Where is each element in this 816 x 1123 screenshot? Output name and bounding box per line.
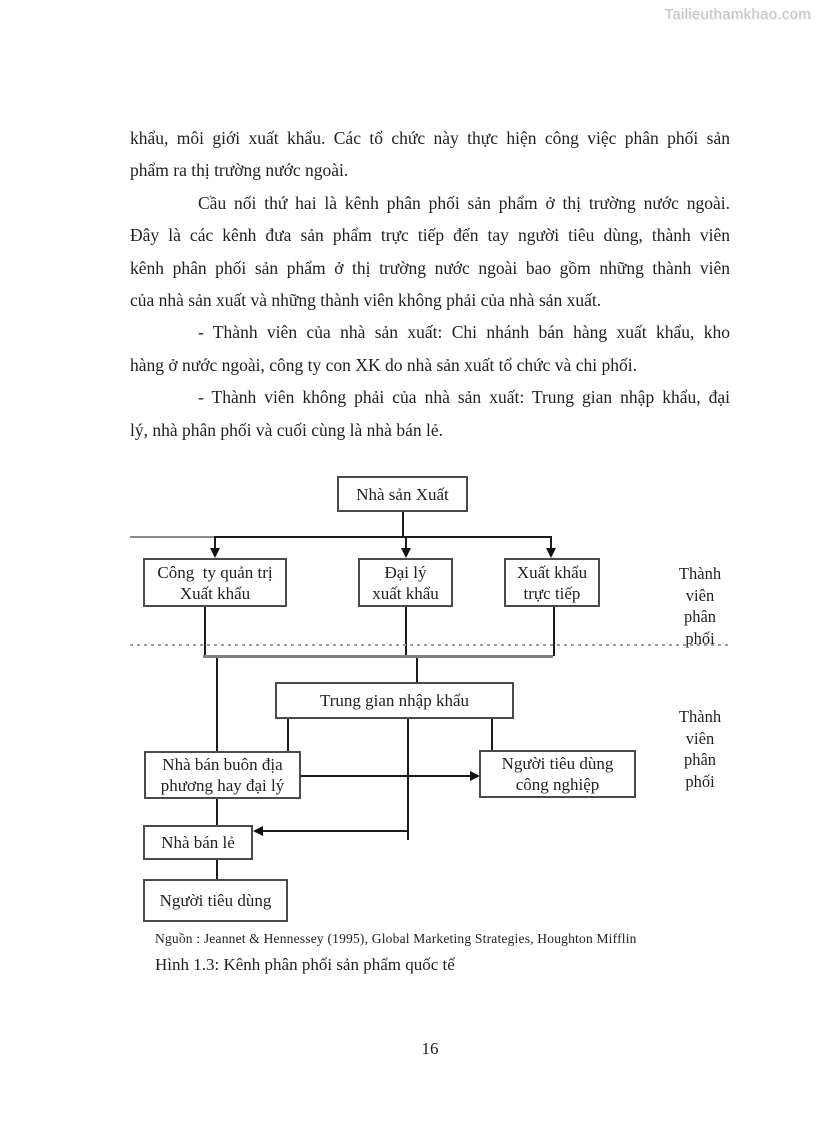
box-industrial-consumer: Người tiêu dùng công nghiệp: [479, 750, 636, 798]
side-label-line: Thành: [678, 707, 722, 726]
box-label: Xuất khẩu: [516, 562, 588, 582]
connector-line: [491, 719, 493, 752]
box-label: xuất khẩu: [372, 583, 439, 603]
connector-line: [405, 538, 407, 550]
paragraph-line: của nhà sản xuất và những thành viên khô…: [130, 289, 602, 310]
connector-line: [405, 607, 407, 656]
box-direct-export: Xuất khẩu trực tiếp: [504, 558, 600, 607]
side-label-line: viên: [685, 585, 715, 605]
box-label: Đại lý: [384, 562, 427, 582]
side-label-distribution-members-2: Thành viên phân phối: [664, 706, 736, 792]
watermark: Tailieuthamkhao.com: [664, 6, 811, 23]
side-label-line: phân: [683, 607, 717, 626]
box-import-intermediary: Trung gian nhập khẩu: [275, 682, 514, 719]
arrowhead-down: [546, 548, 556, 558]
box-label: Trung gian nhập khẩu: [319, 691, 470, 710]
connector-line: [203, 655, 553, 658]
paragraph-line: lý, nhà phân phối và cuối cùng là nhà bá…: [130, 419, 443, 440]
box-label: công nghiệp: [515, 775, 600, 794]
box-label: Xuất khẩu: [179, 583, 251, 603]
connector-line: [402, 511, 404, 538]
arrowhead-down: [401, 548, 411, 558]
box-producer: Nhà sản Xuất: [337, 476, 468, 512]
box-export-management-company: Công ty quản trị Xuất khẩu: [143, 558, 287, 607]
connector-line: [287, 719, 289, 751]
connector-line: [216, 860, 218, 879]
box-local-wholesaler: Nhà bán buôn địa phương hay đại lý: [144, 751, 301, 799]
arrowhead-down: [210, 548, 220, 558]
side-label-distribution-members-1: Thành viên phân phối: [664, 563, 736, 649]
connector-line: [216, 799, 218, 825]
box-consumer: Người tiêu dùng: [143, 879, 288, 922]
box-label: Nhà sản Xuất: [356, 484, 449, 504]
side-label-line: phối: [685, 628, 715, 648]
side-label-line: viên: [685, 728, 715, 748]
connector-line: [130, 536, 216, 538]
paragraph-line: - Thành viên của nhà sản xuất: Chi nhánh…: [198, 322, 730, 343]
connector-line: [214, 538, 216, 550]
box-label: Người tiêu dùng: [159, 891, 272, 910]
paragraph-line: - Thành viên không phải của nhà sản xuất…: [198, 387, 730, 408]
paragraph-line: khẩu, môi giới xuất khẩu. Các tổ chức nà…: [130, 128, 730, 148]
paragraph-line: Đây là các kênh đưa sản phẩm trực tiếp đ…: [130, 225, 730, 246]
dotted-divider: [130, 644, 730, 646]
box-label: trực tiếp: [523, 583, 581, 603]
box-label: Người tiêu dùng: [501, 754, 614, 773]
connector-line: [204, 607, 206, 656]
arrowhead-right: [470, 771, 480, 781]
connector-line: [416, 658, 418, 682]
paragraph-line: hàng ở nước ngoài, công ty con XK do nhà…: [130, 354, 637, 375]
paragraph-line: kênh phân phối sản phẩm ở thị trường nướ…: [130, 257, 730, 278]
paragraph-line: Cầu nối thứ hai là kênh phân phối sản ph…: [198, 192, 730, 213]
arrowhead-left: [253, 826, 263, 836]
box-label: phương hay đại lý: [160, 776, 285, 795]
box-export-agent: Đại lý xuất khẩu: [358, 558, 453, 607]
connector-line: [407, 719, 409, 840]
connector-line: [214, 536, 552, 538]
connector-line: [262, 830, 408, 832]
figure-caption: Hình 1.3: Kênh phân phối sản phẩm quốc t…: [155, 955, 455, 974]
figure-source: Nguồn : Jeannet & Hennessey (1995), Glob…: [155, 931, 637, 946]
paragraph-line: phẩm ra thị trường nước ngoài.: [130, 160, 349, 181]
connector-line: [550, 538, 552, 550]
box-label: Nhà bán lẻ: [161, 833, 235, 852]
page-number: 16: [421, 1039, 439, 1058]
box-retailer: Nhà bán lẻ: [143, 825, 253, 860]
connector-line: [553, 607, 555, 656]
connector-line: [216, 658, 218, 751]
side-label-line: phân: [683, 750, 717, 769]
side-label-line: Thành: [678, 564, 722, 583]
connector-line: [301, 775, 471, 777]
body-text: khẩu, môi giới xuất khẩu. Các tổ chức nà…: [130, 122, 730, 446]
side-label-line: phối: [685, 771, 715, 791]
box-label: Nhà bán buôn địa: [162, 755, 283, 774]
box-label: Công ty quản trị: [157, 562, 273, 582]
